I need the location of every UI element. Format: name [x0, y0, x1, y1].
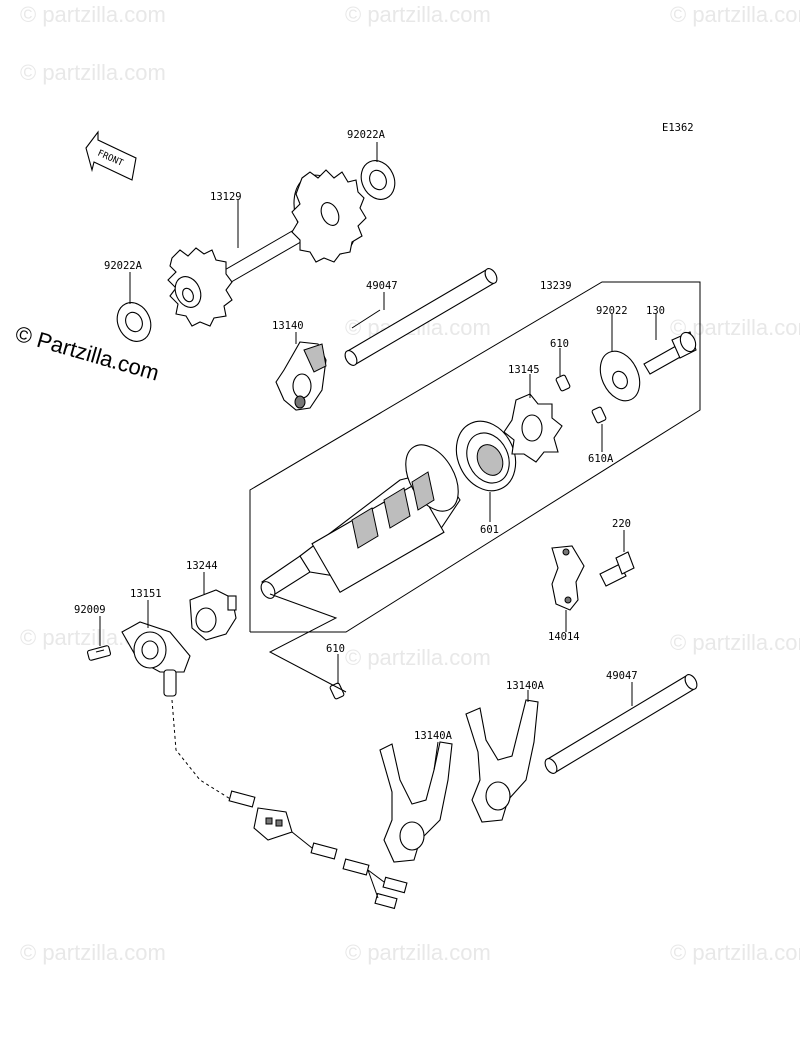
watermark: © partzilla.com: [670, 630, 800, 655]
label-13239: 13239: [540, 280, 572, 292]
label-610-top: 610: [550, 338, 569, 350]
washer-left: [116, 302, 152, 342]
watermark: © partzilla.com: [20, 2, 166, 27]
label-49047-bottom: 49047: [606, 670, 638, 682]
label-13244: 13244: [186, 560, 218, 572]
bearing: [455, 420, 517, 492]
label-13140: 13140: [272, 320, 304, 332]
washer-92022: [599, 350, 641, 402]
label-130: 130: [646, 305, 665, 317]
watermark: © partzilla.com: [670, 940, 800, 965]
washer-top: [360, 160, 396, 200]
label-14014: 14014: [548, 631, 580, 643]
label-92022A-top: 92022A: [347, 129, 386, 141]
label-92022: 92022: [596, 305, 628, 317]
shift-drum: [260, 444, 461, 599]
label-92022A-left: 92022A: [104, 260, 143, 272]
diagram-code: E1362: [662, 122, 694, 134]
part-13151: [121, 621, 191, 697]
pin-610A: [591, 406, 607, 424]
shift-rod-bottom: [544, 674, 698, 774]
watermark: © partzilla.com: [345, 645, 491, 670]
gear-shaft: [167, 169, 367, 327]
shift-fork-a-left: [379, 741, 453, 863]
watermark: © partzilla.com: [345, 2, 491, 27]
bolt-130: [643, 331, 697, 375]
pin-610-top: [555, 374, 571, 392]
watermark: © partzilla.com: [345, 940, 491, 965]
pin-610-bottom: [329, 682, 345, 700]
label-13129: 13129: [210, 191, 242, 203]
label-13140A-right: 13140A: [506, 680, 545, 692]
part-13244: [189, 589, 237, 641]
label-601: 601: [480, 524, 499, 536]
front-arrow-icon: FRONT: [85, 130, 137, 181]
watermark: © partzilla.com: [670, 2, 800, 27]
screw-92009: [86, 645, 112, 661]
label-13151: 13151: [130, 588, 162, 600]
leader-lines: [99, 142, 657, 771]
label-13140A-left: 13140A: [414, 730, 453, 742]
shift-rod-top: [344, 268, 498, 366]
label-92009: 92009: [74, 604, 106, 616]
label-49047-top: 49047: [366, 280, 398, 292]
shift-fork-top: [275, 341, 327, 411]
assembly-outline: [249, 281, 701, 633]
watermark: © partzilla.com: [20, 940, 166, 965]
shift-fork-a-right: [465, 699, 539, 823]
bolt-220: [599, 551, 635, 587]
wire-harness: [171, 699, 408, 910]
plate-14014: [551, 545, 585, 611]
cam-plate: [503, 393, 563, 463]
watermark: © partzilla.com: [20, 60, 166, 85]
part-labels: 92022A 13129 92022A 49047 13239 13140 61…: [74, 129, 665, 742]
label-13145: 13145: [508, 364, 540, 376]
label-610A: 610A: [588, 453, 614, 465]
label-610-bottom: 610: [326, 643, 345, 655]
label-220: 220: [612, 518, 631, 530]
